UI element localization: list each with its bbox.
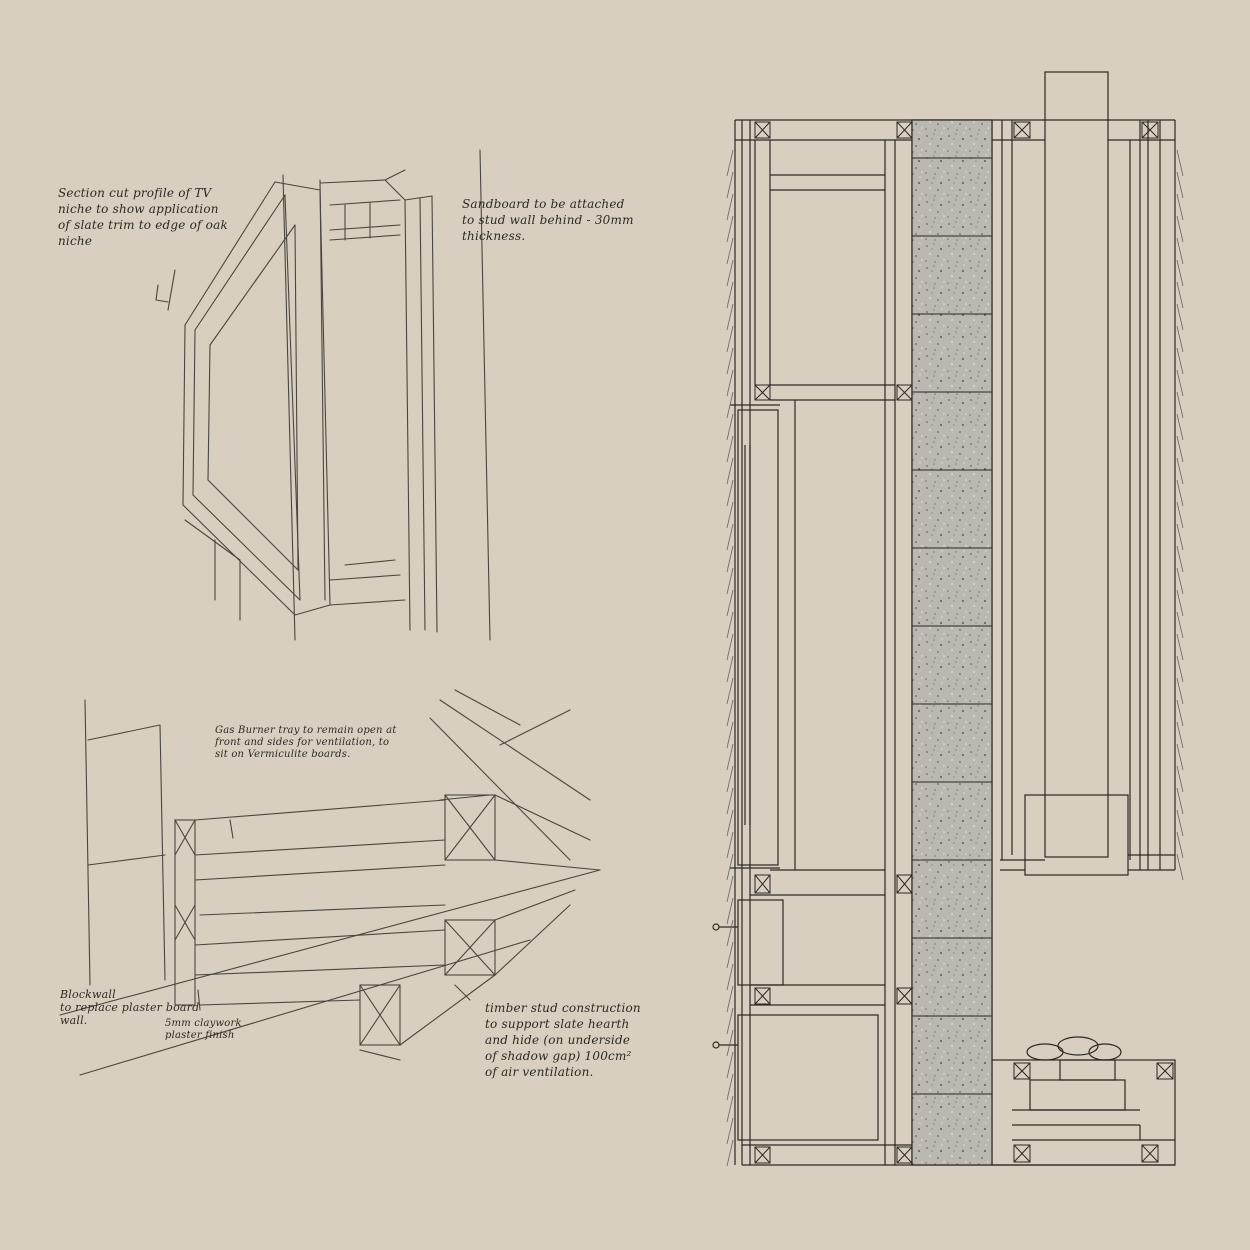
- slate-shingle: [726, 523, 734, 551]
- slate-shingle: [726, 259, 734, 287]
- slate-shingle: [726, 633, 734, 661]
- slate-shingle: [726, 215, 734, 243]
- slate-shingle: [726, 875, 734, 903]
- slate-shingle: [726, 501, 734, 529]
- slate-shingle: [1176, 347, 1184, 375]
- slate-shingle: [1176, 787, 1184, 815]
- note-timber-stud: timber stud construction to support slat…: [485, 1001, 641, 1079]
- slate-shingle: [1176, 391, 1184, 419]
- note-gas-burner: Gas Burner tray to remain open at front …: [215, 725, 397, 760]
- slate-shingle: [726, 303, 734, 331]
- slate-shingle: [1176, 435, 1184, 463]
- slate-shingle: [1176, 589, 1184, 617]
- slate-shingle: [726, 611, 734, 639]
- slate-shingle: [726, 831, 734, 859]
- slate-shingle: [726, 963, 734, 991]
- slate-shingle: [726, 325, 734, 353]
- slate-shingle: [1176, 655, 1184, 683]
- slate-shingle: [726, 1007, 734, 1035]
- slate-shingle: [1176, 325, 1184, 353]
- timber-studs: [754, 121, 1174, 1164]
- slate-shingle: [1176, 831, 1184, 859]
- slate-shingle: [726, 941, 734, 969]
- slate-shingle: [1176, 171, 1184, 199]
- block-wall: [911, 119, 993, 1166]
- slate-shingle: [1176, 545, 1184, 573]
- slate-shingle: [1176, 237, 1184, 265]
- slate-shingle: [1176, 215, 1184, 243]
- slate-shingle: [1176, 413, 1184, 441]
- slate-shingle: [726, 149, 734, 177]
- slate-shingle: [1176, 501, 1184, 529]
- slate-shingle: [1176, 369, 1184, 397]
- slate-shingle: [726, 435, 734, 463]
- slate-shingle: [726, 193, 734, 221]
- slate-shingle: [726, 1117, 734, 1145]
- slate-shingle: [726, 721, 734, 749]
- slate-shingle: [726, 1051, 734, 1079]
- note-tv-section: Section cut profile of TV niche to show …: [58, 186, 228, 248]
- slate-shingle: [726, 237, 734, 265]
- slate-cladding: [726, 149, 1184, 1167]
- tv-niche-sketch: [155, 149, 491, 641]
- slate-shingle: [726, 699, 734, 727]
- slate-shingle: [726, 1073, 734, 1101]
- slate-shingle: [1176, 699, 1184, 727]
- slate-shingle: [1176, 765, 1184, 793]
- slate-shingle: [726, 171, 734, 199]
- firebox-sketch: [59, 689, 601, 1076]
- slate-shingle: [726, 897, 734, 925]
- slate-shingle: [1176, 523, 1184, 551]
- slate-shingle: [1176, 193, 1184, 221]
- slate-shingle: [726, 743, 734, 771]
- slate-shingle: [1176, 677, 1184, 705]
- slate-shingle: [726, 567, 734, 595]
- slate-shingle: [1176, 721, 1184, 749]
- slate-shingle: [726, 413, 734, 441]
- note-blockwall: Blockwall to replace plaster board wall.: [60, 988, 200, 1027]
- slate-shingle: [1176, 809, 1184, 837]
- slate-shingle: [726, 809, 734, 837]
- slate-shingle: [726, 457, 734, 485]
- slate-shingle: [726, 479, 734, 507]
- slate-shingle: [726, 369, 734, 397]
- slate-shingle: [1176, 611, 1184, 639]
- slate-shingle: [726, 391, 734, 419]
- slate-shingle: [726, 677, 734, 705]
- slate-shingle: [1176, 259, 1184, 287]
- slate-shingle: [726, 347, 734, 375]
- slate-shingle: [726, 1029, 734, 1057]
- slate-shingle: [726, 655, 734, 683]
- slate-shingle: [726, 985, 734, 1013]
- slate-shingle: [726, 281, 734, 309]
- slate-shingle: [1176, 281, 1184, 309]
- slate-shingle: [726, 1139, 734, 1167]
- slate-shingle: [1176, 633, 1184, 661]
- slate-shingle: [726, 919, 734, 947]
- slate-shingle: [726, 545, 734, 573]
- slate-shingle: [726, 787, 734, 815]
- slate-shingle: [1176, 457, 1184, 485]
- note-claywork: 5mm claywork plaster finish: [165, 1018, 242, 1041]
- slate-shingle: [1176, 303, 1184, 331]
- slate-shingle: [726, 1095, 734, 1123]
- slate-shingle: [1176, 149, 1184, 177]
- slate-shingle: [726, 853, 734, 881]
- note-sandboard: Sandboard to be attached to stud wall be…: [462, 197, 634, 243]
- slate-shingle: [726, 765, 734, 793]
- slate-shingle: [1176, 853, 1184, 881]
- slate-shingle: [1176, 743, 1184, 771]
- slate-shingle: [726, 589, 734, 617]
- slate-shingle: [1176, 479, 1184, 507]
- slate-shingle: [1176, 567, 1184, 595]
